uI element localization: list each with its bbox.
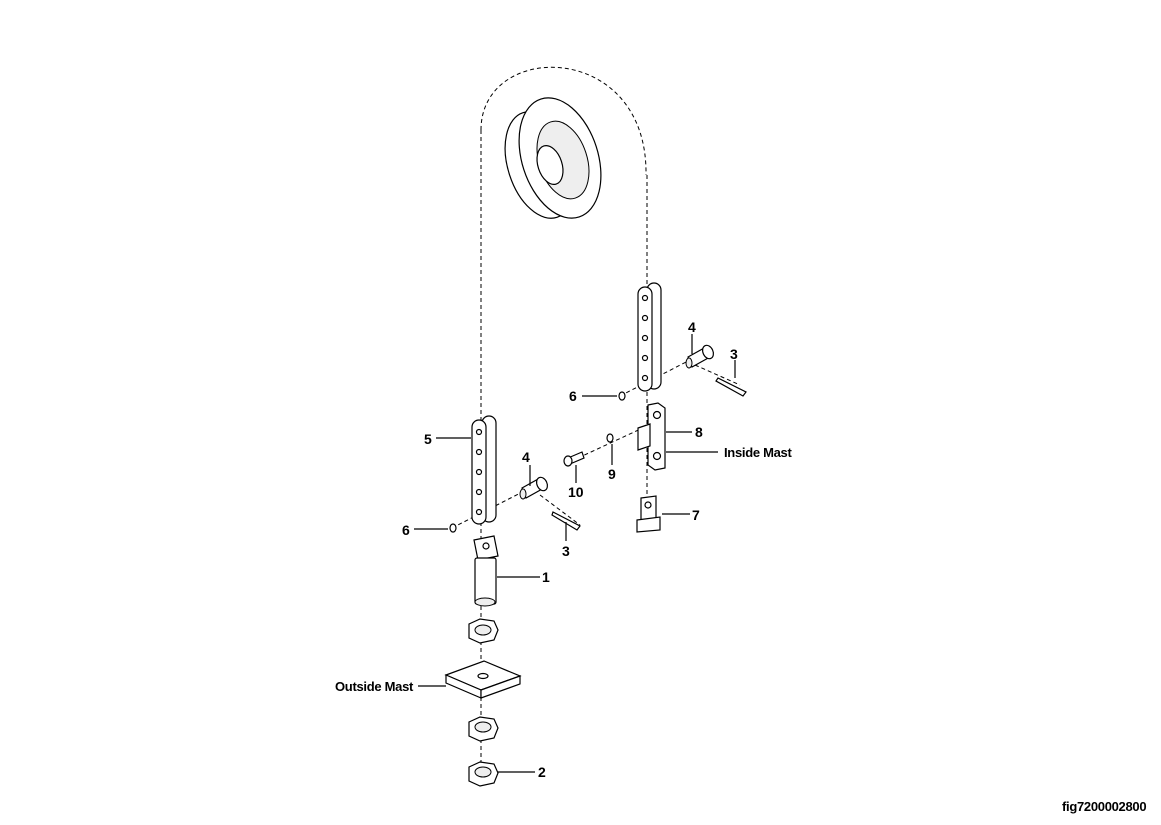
sheave-icon bbox=[504, 97, 602, 219]
left-cotter-axis bbox=[539, 494, 581, 526]
lock-washer-icon bbox=[606, 433, 614, 443]
right-chain-icon bbox=[637, 282, 662, 392]
callout-2: 2 bbox=[538, 764, 546, 780]
callout-9: 9 bbox=[608, 466, 616, 482]
left-washer-icon bbox=[449, 523, 457, 533]
bracket-icon bbox=[637, 402, 666, 471]
callout-3-right: 3 bbox=[730, 346, 738, 362]
callout-7: 7 bbox=[692, 507, 700, 523]
right-cotter-axis bbox=[694, 364, 741, 386]
upper-nut-icon bbox=[468, 618, 499, 644]
screw-axis bbox=[577, 419, 661, 459]
mast-plate-icon bbox=[444, 660, 522, 699]
leader-lines bbox=[414, 334, 736, 773]
callout-1: 1 bbox=[542, 569, 550, 585]
right-clevis-pin-icon bbox=[685, 344, 715, 369]
right-cotter-pin-icon bbox=[715, 377, 747, 397]
callout-8: 8 bbox=[695, 424, 703, 440]
left-chain-icon bbox=[471, 415, 497, 525]
callout-6-right: 6 bbox=[569, 388, 577, 404]
jam-nut-icon bbox=[468, 761, 499, 787]
inside-mast-label: Inside Mast bbox=[724, 445, 792, 460]
cap-screw-icon bbox=[563, 451, 585, 467]
right-washer-icon bbox=[618, 391, 626, 401]
callout-4-left: 4 bbox=[522, 449, 530, 465]
figure-id: fig7200002800 bbox=[1062, 799, 1146, 814]
left-cotter-pin-icon bbox=[551, 511, 581, 531]
callout-3-left: 3 bbox=[562, 543, 570, 559]
lower-nut-icon bbox=[468, 716, 499, 742]
outside-anchor-icon bbox=[473, 535, 499, 607]
chain-path bbox=[480, 66, 647, 176]
callout-4-right: 4 bbox=[688, 319, 696, 335]
inside-anchor-icon bbox=[636, 495, 661, 533]
callout-6-left: 6 bbox=[402, 522, 410, 538]
callout-5: 5 bbox=[424, 431, 432, 447]
outside-mast-label: Outside Mast bbox=[335, 679, 414, 694]
callout-10: 10 bbox=[568, 484, 584, 500]
left-clevis-pin-icon bbox=[519, 476, 549, 500]
right-pin-axis bbox=[619, 359, 691, 397]
